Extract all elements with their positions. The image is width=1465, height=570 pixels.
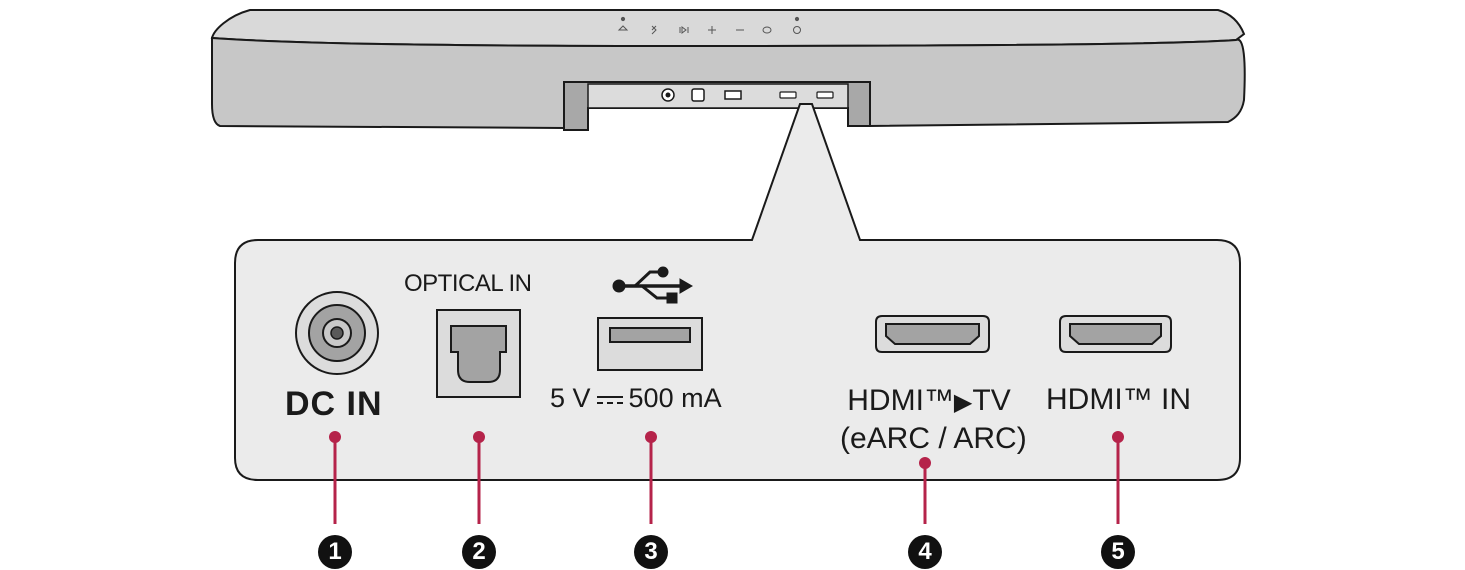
usb-voltage: 5 V [550,383,591,413]
callout-dots [329,431,1124,469]
dc-in-jack [295,291,379,375]
callout-dot-4 [919,457,931,469]
soundbar-top [210,9,1246,48]
play-arrow-icon: ▶ [953,389,973,416]
hdmi-tv-line2: (eARC / ARC) [840,422,1027,455]
callout-dot-5 [1112,431,1124,443]
hdmi-in-port [1059,315,1172,353]
callout-panel [234,103,1241,481]
usb-trident-icon [612,266,693,304]
usb-current: 500 mA [628,383,722,413]
optical-in-port [436,309,521,398]
dc-symbol-icon [596,394,623,406]
hdmi-tv-port [875,315,990,353]
callout-badge-3: 3 [634,535,668,569]
dc-in-label: DC IN [285,385,383,423]
callout-dot-3 [645,431,657,443]
callout-dot-1 [329,431,341,443]
callout-badge-2: 2 [462,535,496,569]
usb-power-label: 5 V 500 mA [550,383,722,414]
hdmi-in-label: HDMI™ IN [1046,383,1191,416]
hdmi-tv-suffix: TV [972,384,1011,417]
soundbar-top-buttons [617,16,801,35]
callout-lines [333,437,1120,524]
hdmi-tv-line1: HDMI™▶TV [840,383,1018,421]
optical-in-label: OPTICAL IN [404,270,532,297]
callout-badge-1: 1 [318,535,352,569]
callout-dot-2 [473,431,485,443]
usb-port [597,317,703,371]
hdmi-tv-prefix: HDMI™ [847,384,954,417]
hdmi-tv-label: HDMI™▶TV (eARC / ARC) [840,383,1027,457]
callout-badge-5: 5 [1101,535,1135,569]
callout-badge-4: 4 [908,535,942,569]
